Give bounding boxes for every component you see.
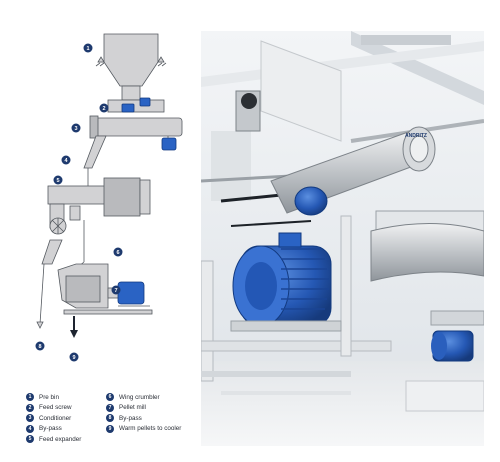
badge-4: 4 (61, 155, 71, 165)
legend-item: 9 Warm pellets to cooler (106, 424, 181, 435)
legend-item: 2 Feed screw (26, 403, 81, 414)
legend-label: Pre bin (39, 393, 59, 401)
legend-item: 7 Pellet mill (106, 403, 181, 414)
legend-label: By-pass (39, 425, 62, 433)
legend-number: 7 (106, 403, 114, 412)
feed-screw-motor-icon (121, 103, 135, 113)
badge-1: 1 (83, 43, 93, 53)
legend-item: 8 By-pass (106, 413, 181, 424)
legend-number: 3 (26, 414, 34, 423)
legend-label: Feed screw (39, 404, 72, 412)
brand-label: ANDRITZ (405, 133, 427, 139)
legend-label: Pellet mill (119, 404, 146, 412)
badge-9: 9 (69, 352, 79, 362)
legend-number: 8 (106, 414, 114, 423)
badge-6: 6 (113, 247, 123, 257)
legend-number: 4 (26, 424, 34, 433)
legend-column-right: 6 Wing crumbler 7 Pellet mill 8 By-pass 9 Wa… (106, 392, 181, 434)
svg-text:9: 9 (72, 355, 75, 361)
legend-item: 1 Pre bin (26, 392, 81, 403)
conditioner-motor-icon (161, 137, 177, 151)
legend-label: Wing crumbler (119, 393, 160, 401)
svg-text:8: 8 (38, 344, 41, 350)
svg-text:5: 5 (56, 178, 59, 184)
feed-screw (107, 97, 165, 113)
legend-label: Feed expander (39, 435, 82, 443)
legend-item: 5 Feed expander (26, 434, 81, 445)
legend-label: By-pass (119, 414, 142, 422)
bypass-lower (36, 239, 63, 329)
machine-photo-illustration: ANDRITZ (201, 31, 484, 446)
legend-label: Warm pellets to cooler (119, 425, 182, 433)
svg-text:3: 3 (74, 126, 77, 132)
legend: 1 Pre bin 2 Feed screw 3 Conditioner 4 By-pa… (26, 392, 201, 452)
process-diagram: 1 2 3 4 5 6 7 8 9 (35, 33, 183, 362)
legend-number: 1 (26, 393, 34, 402)
pellet-mill-motor-icon (117, 281, 145, 305)
machine-photo: ANDRITZ (201, 31, 484, 446)
pellet-mill (57, 263, 153, 315)
svg-text:1: 1 (86, 46, 89, 52)
svg-text:6: 6 (116, 250, 119, 256)
badge-2: 2 (99, 103, 109, 113)
legend-number: 9 (106, 424, 114, 433)
svg-text:2: 2 (102, 106, 105, 112)
legend-item: 3 Conditioner (26, 413, 81, 424)
legend-number: 6 (106, 393, 114, 402)
legend-number: 2 (26, 403, 34, 412)
legend-label: Conditioner (39, 414, 72, 422)
legend-item: 6 Wing crumbler (106, 392, 181, 403)
conditioner (89, 115, 183, 151)
legend-column-left: 1 Pre bin 2 Feed screw 3 Conditioner 4 By-pa… (26, 392, 81, 445)
wing-crumbler (49, 217, 85, 271)
pre-bin (95, 33, 167, 101)
badge-3: 3 (71, 123, 81, 133)
badge-5: 5 (53, 175, 63, 185)
legend-item: 4 By-pass (26, 424, 81, 435)
svg-text:7: 7 (114, 288, 117, 294)
bypass-chute (83, 135, 107, 195)
legend-number: 5 (26, 435, 34, 444)
badge-7: 7 (111, 285, 121, 295)
svg-text:4: 4 (64, 158, 68, 164)
badge-8: 8 (35, 341, 45, 351)
warm-pellets-arrow (70, 316, 78, 338)
